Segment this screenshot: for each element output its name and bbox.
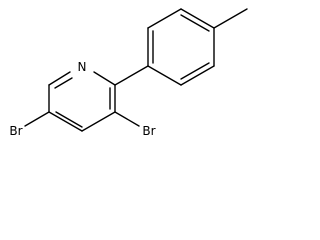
- chemical-structure: N Br Br: [9, 8, 248, 138]
- bond-n-c6-inner: [54, 77, 73, 89]
- bond-methyl: [213, 8, 248, 29]
- bond-c5-c4-inner: [55, 111, 83, 128]
- atom-label-bromine-left: Br: [9, 124, 22, 138]
- bond-n-c6: [48, 71, 71, 86]
- tolyl-ring: [147, 8, 215, 86]
- bond-c5p-c6p: [180, 65, 215, 86]
- bond-c2p-c3p: [147, 8, 182, 29]
- bond-c5-c4: [48, 111, 83, 132]
- bond-c5p-c6p-inner: [180, 62, 210, 80]
- atom-label-bromine-right: Br: [142, 124, 155, 138]
- bond-c3p-c4p-inner: [180, 14, 210, 32]
- bond-c3p-c4p: [180, 8, 215, 29]
- atom-label-nitrogen: N: [78, 60, 87, 74]
- bond-c4-c3: [81, 111, 116, 132]
- pyridine-ring: [48, 71, 116, 132]
- bond-n-c2: [93, 71, 116, 86]
- bond-c5-br: [24, 111, 50, 127]
- bond-c6p-c1p: [147, 65, 182, 86]
- bond-c2-c1prime: [114, 65, 149, 86]
- bond-c3-br: [114, 111, 140, 127]
